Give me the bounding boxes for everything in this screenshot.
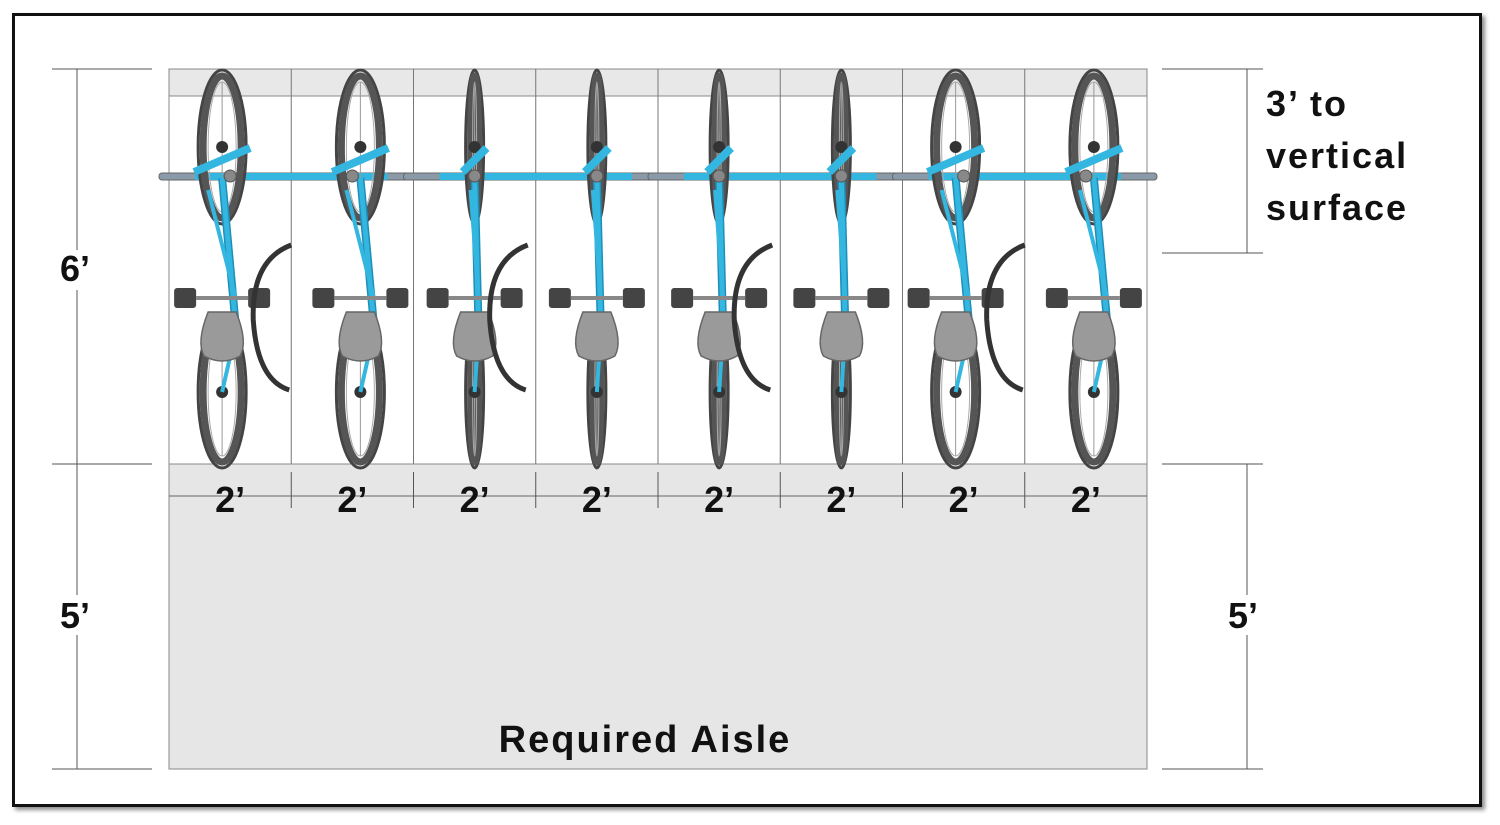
bike-rack-icon bbox=[892, 68, 1158, 470]
wheel-hub bbox=[468, 141, 481, 153]
bike-frame-tube bbox=[953, 177, 973, 331]
spacing-label: 2’ bbox=[826, 479, 856, 520]
bike-pedal bbox=[622, 288, 645, 308]
bike-saddle bbox=[200, 311, 245, 362]
bike-pedal bbox=[548, 288, 571, 308]
bike-down-tube bbox=[713, 189, 726, 301]
bike-frame-tube bbox=[1091, 177, 1111, 331]
rack-mount bbox=[223, 169, 237, 183]
bike-handlebar bbox=[459, 145, 490, 175]
bike-pedal bbox=[500, 288, 523, 308]
bicycle-icon bbox=[793, 68, 890, 470]
aisle-depth-right-label: 5’ bbox=[1228, 595, 1258, 636]
bike-pedal bbox=[1045, 288, 1068, 308]
bike-handlebar bbox=[1064, 144, 1124, 176]
rack-lock-loop bbox=[487, 242, 529, 393]
spacing-label: 2’ bbox=[704, 479, 734, 520]
bike-down-tube bbox=[835, 189, 848, 301]
bike-saddle bbox=[452, 311, 497, 362]
bike-pedal bbox=[867, 288, 890, 308]
bicycle-icon bbox=[1045, 68, 1142, 470]
spacing-grid bbox=[290, 69, 1026, 508]
required-aisle-label: Required Aisle bbox=[499, 719, 792, 761]
bike-handlebar bbox=[330, 144, 390, 176]
bike-frame-tube bbox=[357, 177, 377, 331]
bike-down-tube bbox=[344, 189, 377, 301]
bike-down-tube bbox=[939, 189, 972, 301]
bike-pedal bbox=[312, 288, 335, 308]
bike-rack-icon bbox=[647, 68, 913, 470]
bike-handlebar bbox=[826, 145, 857, 175]
bicycle-icon bbox=[671, 68, 768, 470]
rack-mount bbox=[1079, 169, 1093, 183]
rack-bar-highlight bbox=[195, 173, 388, 180]
rack-bar-highlight bbox=[439, 173, 632, 180]
aisle-zone bbox=[168, 463, 1148, 770]
wheel-hub bbox=[590, 141, 603, 153]
bike-pedal bbox=[1119, 288, 1142, 308]
wall-clearance-label-line3: surface bbox=[1266, 187, 1408, 228]
wheel-hub bbox=[713, 141, 726, 153]
rack-mount bbox=[590, 169, 604, 183]
bicycle-icon bbox=[548, 68, 645, 470]
bike-handlebar bbox=[582, 145, 612, 175]
bike-saddle bbox=[338, 311, 383, 362]
bike-saddle bbox=[1071, 311, 1116, 362]
bicycle-icon bbox=[426, 68, 523, 470]
bike-pedal bbox=[174, 288, 197, 308]
wall-clearance-label-line1: 3’ to bbox=[1266, 83, 1348, 124]
bike-down-tube bbox=[590, 189, 603, 301]
spacing-labels: 2’ 2’ 2’ 2’ 2’ 2’ 2’ 2’ bbox=[215, 479, 1101, 520]
wheel-hub bbox=[949, 141, 962, 153]
bike-handlebar bbox=[704, 145, 734, 175]
rack-lock-loop bbox=[250, 242, 293, 393]
bike-pedal bbox=[426, 288, 449, 308]
wheel-hub bbox=[354, 141, 367, 153]
bike-pedal bbox=[793, 288, 816, 308]
rack-depth-label: 6’ bbox=[60, 248, 90, 289]
rack-lock-loop bbox=[731, 242, 774, 393]
bike-handlebar bbox=[192, 144, 252, 176]
rack-mount bbox=[345, 169, 359, 183]
wheel-hub bbox=[216, 141, 229, 153]
aisle-depth-left-label: 5’ bbox=[60, 595, 90, 636]
rack-lock-loop bbox=[984, 242, 1026, 393]
spacing-label: 2’ bbox=[582, 479, 612, 520]
bike-saddle bbox=[819, 311, 864, 362]
spacing-label: 2’ bbox=[337, 479, 367, 520]
wheel-hub bbox=[1087, 141, 1100, 153]
rack-bar-highlight bbox=[928, 173, 1121, 180]
bike-rack-icon bbox=[158, 68, 424, 470]
spacing-label: 2’ bbox=[460, 479, 490, 520]
bike-down-tube bbox=[1077, 189, 1110, 301]
bike-handlebar bbox=[926, 144, 986, 176]
bike-racks bbox=[158, 68, 1158, 470]
spacing-label: 2’ bbox=[949, 479, 979, 520]
rack-mount bbox=[468, 169, 482, 183]
bike-down-tube bbox=[468, 189, 481, 301]
bike-down-tube bbox=[206, 189, 239, 301]
bike-rack-icon bbox=[403, 68, 669, 470]
bike-frame-tube bbox=[219, 177, 239, 331]
rack-mount bbox=[957, 169, 971, 183]
bike-pedal bbox=[907, 288, 930, 308]
bike-saddle bbox=[697, 311, 742, 362]
dimension-lines bbox=[52, 68, 1263, 770]
bike-pedal bbox=[386, 288, 409, 308]
bike-pedal bbox=[745, 288, 768, 308]
wheel-hub bbox=[835, 141, 848, 153]
bike-saddle bbox=[933, 311, 978, 362]
bike-pedal bbox=[671, 288, 694, 308]
bike-saddle bbox=[574, 311, 619, 362]
spacing-label: 2’ bbox=[215, 479, 245, 520]
rack-mount bbox=[712, 169, 726, 183]
spacing-label: 2’ bbox=[1071, 479, 1101, 520]
bicycle-icon bbox=[312, 68, 409, 470]
rack-bar-highlight bbox=[684, 173, 877, 180]
wall-clearance-label-line2: vertical bbox=[1266, 135, 1408, 176]
rack-mount bbox=[834, 169, 848, 183]
